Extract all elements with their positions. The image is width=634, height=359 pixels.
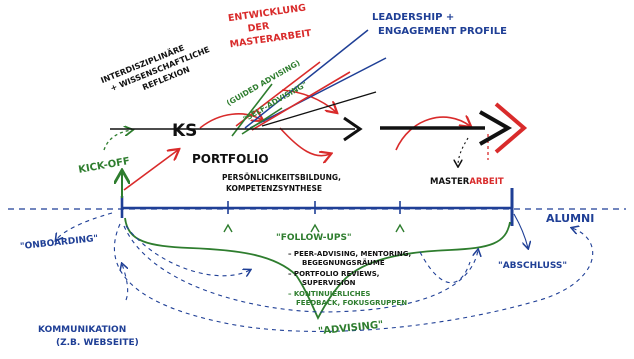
- masterarbeit-master: Master: [430, 177, 470, 187]
- leadership-line-2: Engagement Profile: [378, 26, 507, 37]
- entwicklung-line-2: der: [247, 21, 271, 35]
- portfolio-label: Portfolio: [192, 152, 269, 166]
- timeline-marker-icon: [310, 223, 320, 233]
- line-red-2: [251, 71, 351, 131]
- masterarbeit-dotted-black: [458, 137, 469, 166]
- reflexion-dotted-arrow: [103, 130, 132, 151]
- advising-label: "Advising": [318, 320, 384, 338]
- kommunikation-line-2: (z.B. Webseite): [56, 338, 139, 348]
- timeline-marker-icon: [223, 223, 233, 233]
- kommunikation-line-1: Kommunikation: [38, 325, 126, 335]
- follow-item-6: Feedback, Fokusgruppen: [296, 299, 407, 307]
- guided-advising-label: (Guided Advising): [225, 58, 302, 107]
- red-arrow-start: [123, 150, 178, 191]
- red-arrow-2: [279, 127, 330, 156]
- masterarbeit-arbeit: arbeit: [469, 177, 504, 187]
- follow-item-2: Begegnungsräume: [302, 258, 385, 267]
- leadership-line-1: Leadership +: [372, 12, 454, 23]
- alumni-label: Alumni: [546, 212, 594, 225]
- abschluss-label: "Abschluss": [498, 261, 567, 271]
- persoenlichkeit-line-1: Persönlichkeitsbildung,: [222, 173, 341, 182]
- onboarding-loop: [56, 212, 113, 240]
- follow-item-3: – Portfolio Reviews,: [288, 270, 379, 278]
- arrow-icon: [343, 116, 363, 142]
- masterarbeit-label: Masterarbeit: [430, 177, 504, 187]
- line-blue-leadership: [244, 29, 369, 129]
- communication-loop-followups: [419, 251, 471, 284]
- follow-item-1: – Peer-Advising, Mentoring,: [288, 250, 411, 258]
- arrow-icon: [479, 110, 513, 146]
- persoenlichkeit-line-2: Kompetenzsynthese: [226, 184, 322, 193]
- follow-ups-label: "Follow-ups": [276, 233, 352, 243]
- red-arrow-tip: [494, 102, 528, 154]
- red-arrow-3: [395, 117, 470, 151]
- communication-loop-mid: [123, 225, 478, 313]
- interdisciplinary-label: Interdisziplinäre + wissenschaftliche Re…: [99, 42, 211, 93]
- follow-item-5: – Kontinuierliches: [288, 290, 370, 298]
- follow-item-4: Supervision: [302, 279, 356, 287]
- ks-label: KS: [172, 121, 197, 141]
- entwicklung-label: Entwicklung der Masterarbeit: [227, 2, 313, 50]
- line-black-1: [261, 91, 377, 127]
- entwicklung-line-3: Masterarbeit: [229, 28, 313, 50]
- communication-loop-inner: [125, 225, 250, 276]
- advising-bracket: [124, 217, 511, 321]
- timeline-marker-icon: [395, 223, 405, 233]
- abschluss-loop: [513, 213, 528, 248]
- line-red-1: [235, 61, 321, 127]
- red-arrow-loop: [281, 89, 336, 112]
- communication-link: [122, 264, 128, 301]
- line-green-1: [231, 83, 273, 137]
- line-blue-leadership-2: [249, 57, 387, 129]
